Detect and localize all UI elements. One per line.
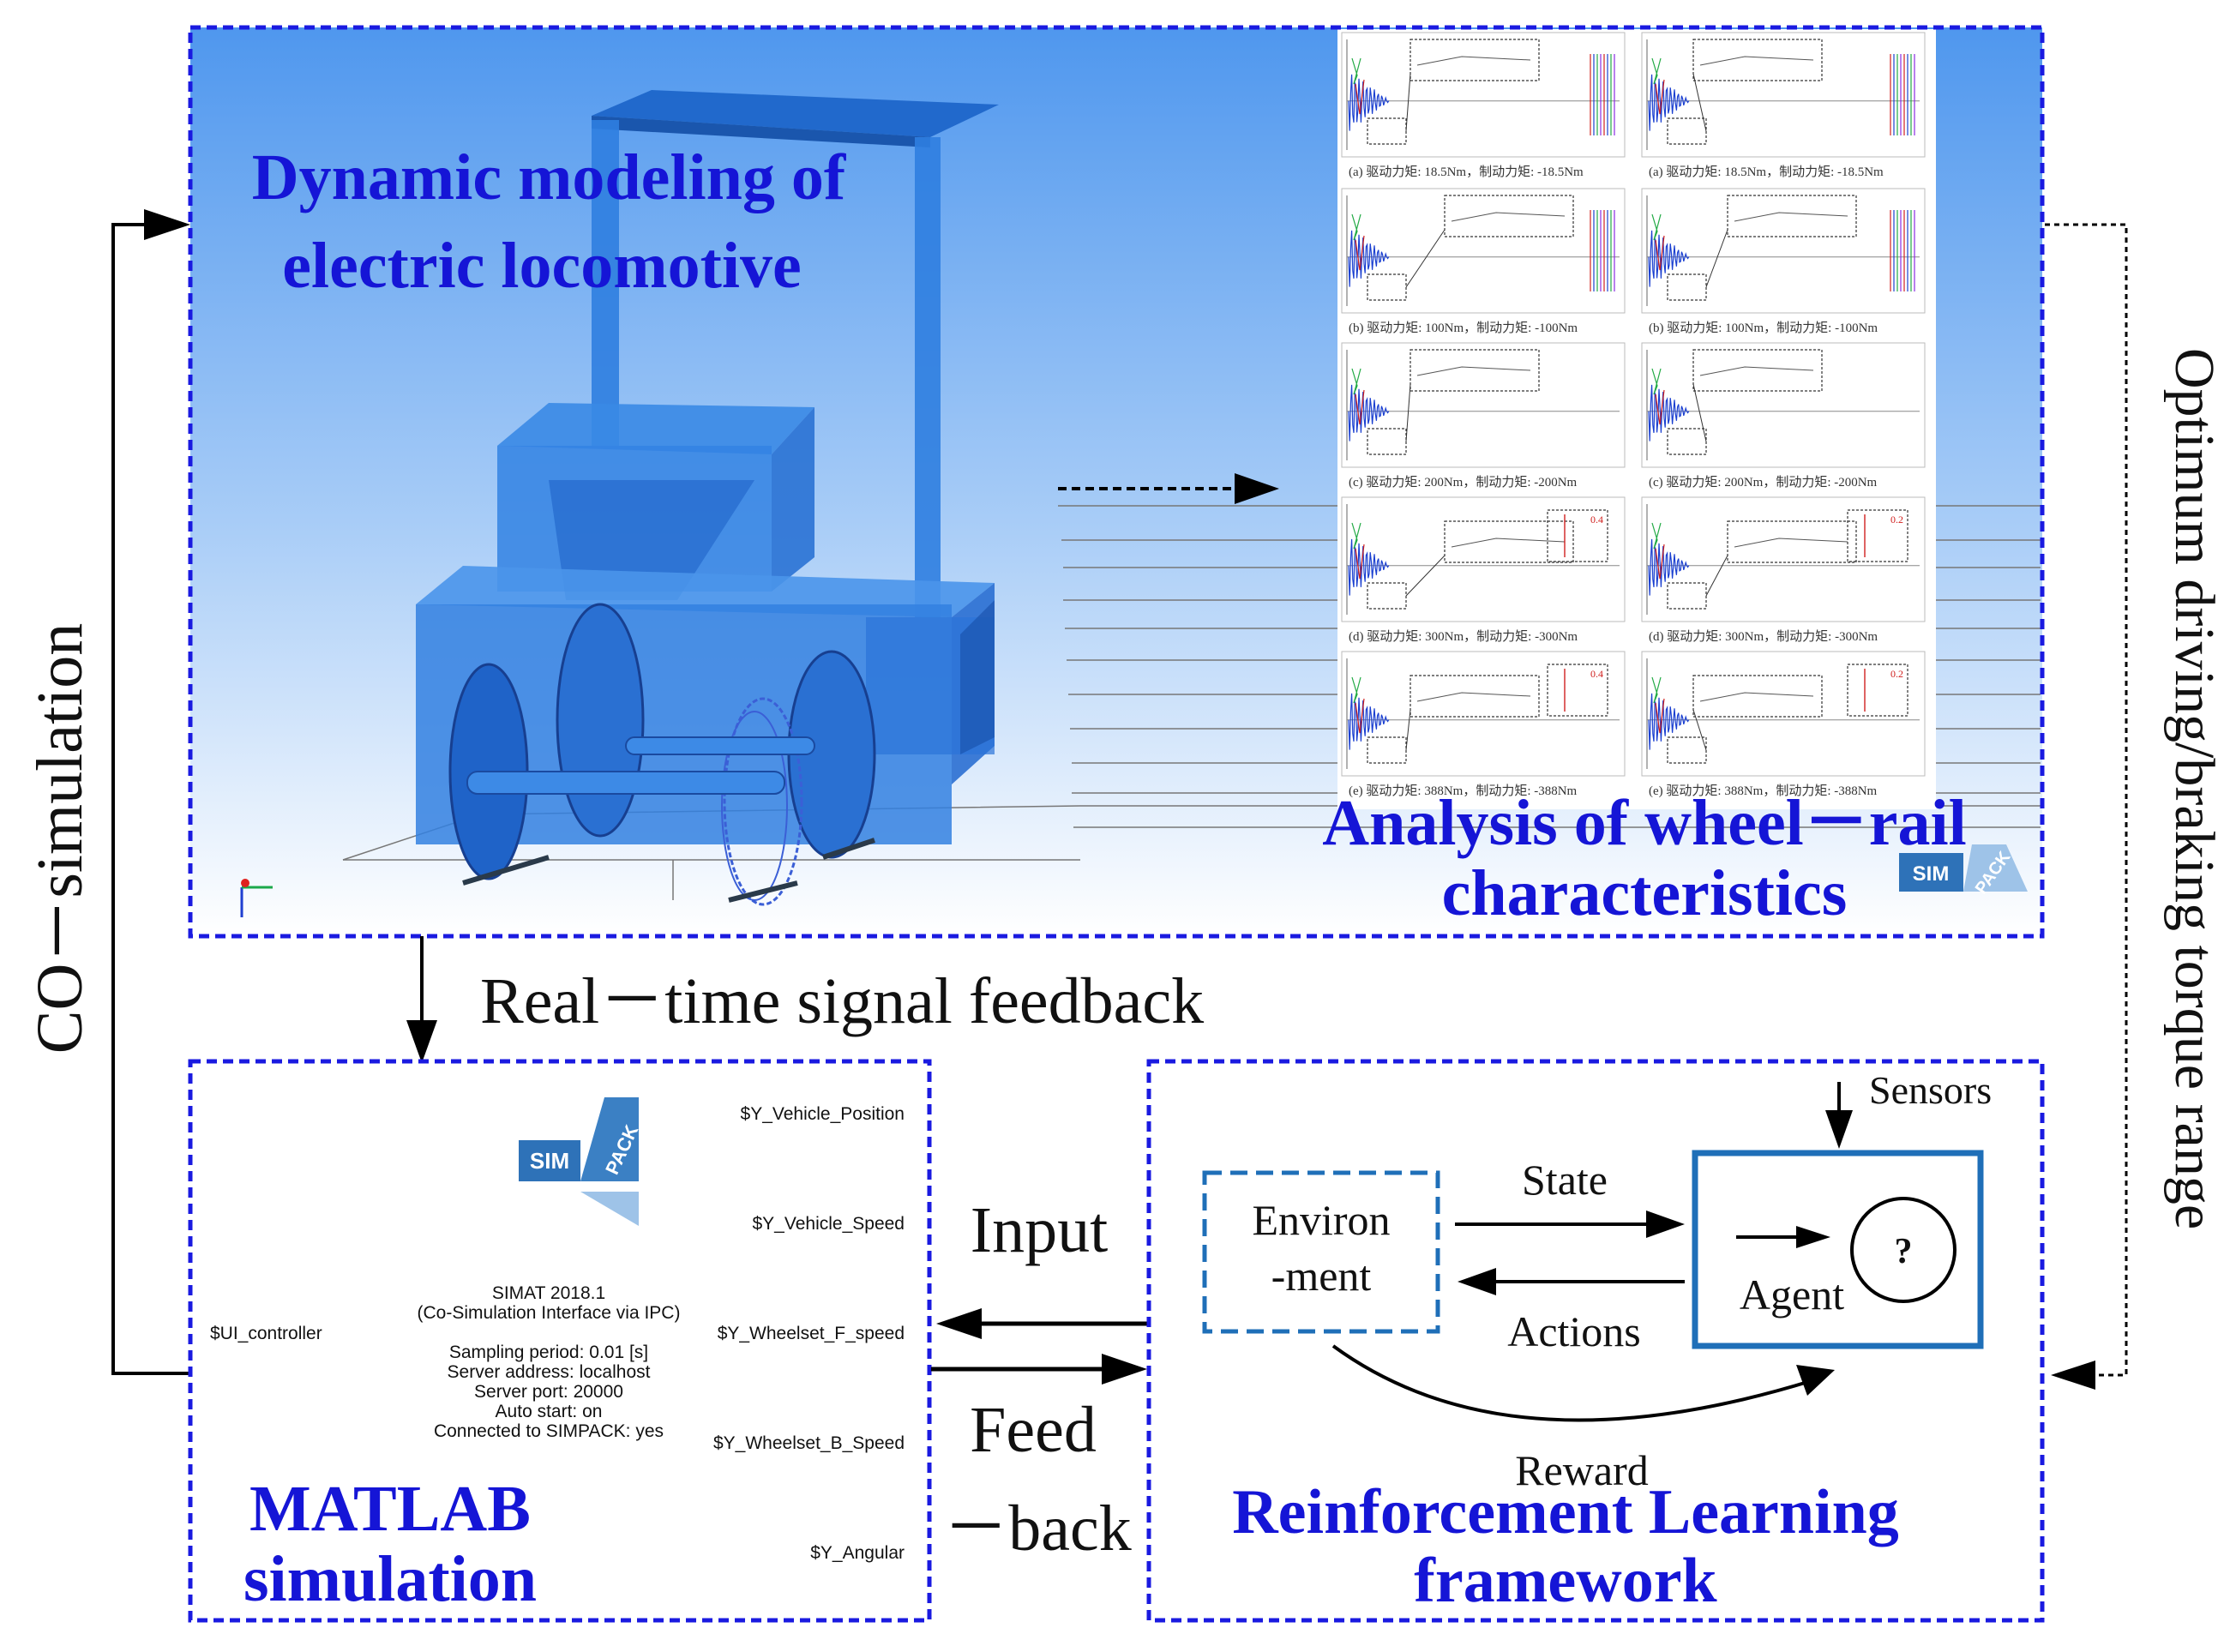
simat-block-line: Connected to SIMPACK: yes — [434, 1421, 664, 1441]
output-ports: $Y_Vehicle_Position $Y_Vehicle_Speed $Y_… — [713, 1104, 905, 1563]
agent-box — [1692, 1150, 1984, 1349]
matlab-title-line1: MATLAB — [249, 1473, 531, 1545]
axis-triad-icon — [240, 879, 273, 917]
optimum-torque-arrowhead — [2051, 1361, 2095, 1390]
optimum-torque-dashed-line — [2045, 223, 2128, 1377]
environment-label-line2: -ment — [1271, 1252, 1372, 1300]
wheel-rail-plot: 0.4 (d) 驱动力矩: 300Nm，制动力矩: -300Nm — [1341, 496, 1626, 644]
dynamic-modeling-title-line2: electric locomotive — [282, 230, 802, 302]
agent-inner-arrowhead — [1796, 1226, 1830, 1248]
matlab-simpack-logo: SIM PACK — [519, 1097, 642, 1226]
plot-caption: (b) 驱动力矩: 100Nm，制动力矩: -100Nm — [1349, 321, 1578, 335]
top-panel: (a) 驱动力矩: 18.5Nm，制动力矩: -18.5Nm (a) 驱动力矩: … — [188, 25, 2045, 939]
agent-unknown-symbol: ? — [1895, 1232, 1913, 1271]
wheel-rail-plot: (a) 驱动力矩: 18.5Nm，制动力矩: -18.5Nm — [1341, 32, 1626, 179]
analysis-title-line2: characteristics — [1442, 857, 1848, 929]
simat-block-line: Auto start: on — [496, 1402, 603, 1421]
reward-arrow — [1331, 1344, 1814, 1422]
co-simulation-arrowhead — [144, 209, 190, 240]
input-label: Input — [971, 1194, 1108, 1266]
state-label: State — [1522, 1156, 1608, 1204]
zoom-value-label: 0.2 — [1890, 668, 1903, 680]
sensors-arrowhead — [1825, 1110, 1853, 1149]
plot-caption: (b) 驱动力矩: 100Nm，制动力矩: -100Nm — [1649, 321, 1878, 335]
plot-grid: (a) 驱动力矩: 18.5Nm，制动力矩: -18.5Nm (a) 驱动力矩: … — [1341, 32, 1926, 798]
reward-arrowhead — [1796, 1365, 1835, 1396]
back-label: －back — [943, 1493, 1131, 1565]
environment-box — [1202, 1170, 1440, 1334]
simpack-logo-sim-text: SIM — [1913, 862, 1950, 886]
wheel-rail-plot: 0.2 (d) 驱动力矩: 300Nm，制动力矩: -300Nm — [1641, 496, 1926, 644]
simat-block-line: Sampling period: 0.01 [s] — [449, 1343, 648, 1362]
realtime-feedback-arrowhead — [406, 1020, 437, 1063]
input-arrowhead — [936, 1308, 982, 1339]
output-port-label: $Y_Vehicle_Speed — [753, 1214, 905, 1234]
co-simulation-loop-arrow — [111, 223, 190, 1375]
locomotive-model — [416, 90, 999, 906]
output-port-label: $Y_Vehicle_Position — [741, 1104, 905, 1124]
input-port-label: $UI_controller — [210, 1324, 322, 1343]
rl-panel: Environ -ment ? Agent State Actions Sens… — [1146, 1059, 2045, 1623]
matlab-title-line2: simulation — [243, 1543, 537, 1615]
simat-block-line: (Co-Simulation Interface via IPC) — [418, 1303, 681, 1323]
zoom-value-label: 0.4 — [1590, 668, 1603, 680]
plot-caption: (e) 驱动力矩: 388Nm，制动力矩: -388Nm — [1349, 784, 1578, 798]
wheel-rail-plot: (c) 驱动力矩: 200Nm，制动力矩: -200Nm — [1341, 342, 1626, 490]
simat-block-line: SIMAT 2018.1 — [492, 1283, 605, 1303]
plot-caption: (c) 驱动力矩: 200Nm，制动力矩: -200Nm — [1649, 475, 1878, 490]
simat-block-line: Server port: 20000 — [474, 1382, 623, 1402]
zoom-value-label: 0.2 — [1890, 514, 1903, 526]
analysis-title-line1: Analysis of wheel－rail — [1322, 787, 1967, 859]
plot-caption: (d) 驱动力矩: 300Nm，制动力矩: -300Nm — [1349, 629, 1578, 644]
output-port-label: $Y_Wheelset_B_Speed — [713, 1433, 905, 1453]
optimum-torque-label: Optimum driving/braking torque range — [2163, 348, 2226, 1229]
simpack-logo: SIM PACK — [1899, 844, 2028, 898]
realtime-feedback-label: Real－time signal feedback — [480, 965, 1204, 1037]
actions-label: Actions — [1507, 1307, 1641, 1355]
matlab-logo-sim-text: SIM — [530, 1148, 569, 1174]
agent-policy-circle — [1850, 1197, 1956, 1303]
feedback-arrowhead — [1102, 1354, 1147, 1385]
dynamic-modeling-title-line1: Dynamic modeling of — [252, 141, 847, 213]
state-arrowhead — [1646, 1210, 1685, 1238]
wheel-rail-plot: (c) 驱动力矩: 200Nm，制动力矩: -200Nm — [1641, 342, 1926, 490]
environment-label-line1: Environ — [1252, 1196, 1390, 1244]
matlab-panel: SIM PACK $UI_controller $Y_Vehicle_Posit… — [188, 1059, 932, 1623]
actions-arrowhead — [1458, 1268, 1496, 1295]
agent-label: Agent — [1740, 1271, 1844, 1319]
zoom-value-label: 0.4 — [1590, 514, 1603, 526]
plot-caption: (e) 驱动力矩: 388Nm，制动力矩: -388Nm — [1649, 784, 1878, 798]
wheel-rail-plot: (b) 驱动力矩: 100Nm，制动力矩: -100Nm — [1641, 188, 1926, 335]
feed-label: Feed — [970, 1394, 1097, 1466]
model-to-analysis-arrowhead — [1235, 473, 1279, 504]
top-panel-border — [188, 25, 2045, 939]
simat-block-line: Server address: localhost — [448, 1362, 651, 1382]
wheel-rail-plot: 0.2 (e) 驱动力矩: 388Nm，制动力矩: -388Nm — [1641, 651, 1926, 798]
wheel-rail-plot: (b) 驱动力矩: 100Nm，制动力矩: -100Nm — [1341, 188, 1626, 335]
reward-label: Reward — [1515, 1446, 1649, 1494]
plot-caption: (c) 驱动力矩: 200Nm，制动力矩: -200Nm — [1349, 475, 1578, 490]
wheel-rail-plots: (a) 驱动力矩: 18.5Nm，制动力矩: -18.5Nm (a) 驱动力矩: … — [1337, 29, 1936, 809]
wheel-rail-plot: 0.4 (e) 驱动力矩: 388Nm，制动力矩: -388Nm — [1341, 651, 1626, 798]
output-port-label: $Y_Wheelset_F_speed — [718, 1324, 905, 1343]
plot-caption: (d) 驱动力矩: 300Nm，制动力矩: -300Nm — [1649, 629, 1878, 644]
rl-title-line1: Reinforcement Learning — [1232, 1477, 1899, 1547]
co-simulation-label: CO－simulation — [24, 623, 96, 1054]
rl-title-line2: framework — [1414, 1546, 1717, 1616]
sensors-label: Sensors — [1869, 1068, 1992, 1112]
output-port-label: $Y_Angular — [810, 1543, 905, 1563]
plot-caption: (a) 驱动力矩: 18.5Nm，制动力矩: -18.5Nm — [1649, 165, 1884, 179]
plot-caption: (a) 驱动力矩: 18.5Nm，制动力矩: -18.5Nm — [1349, 165, 1584, 179]
simat-block-text: SIMAT 2018.1 (Co-Simulation Interface vi… — [418, 1283, 681, 1441]
wheel-rail-plot: (a) 驱动力矩: 18.5Nm，制动力矩: -18.5Nm — [1641, 32, 1926, 179]
